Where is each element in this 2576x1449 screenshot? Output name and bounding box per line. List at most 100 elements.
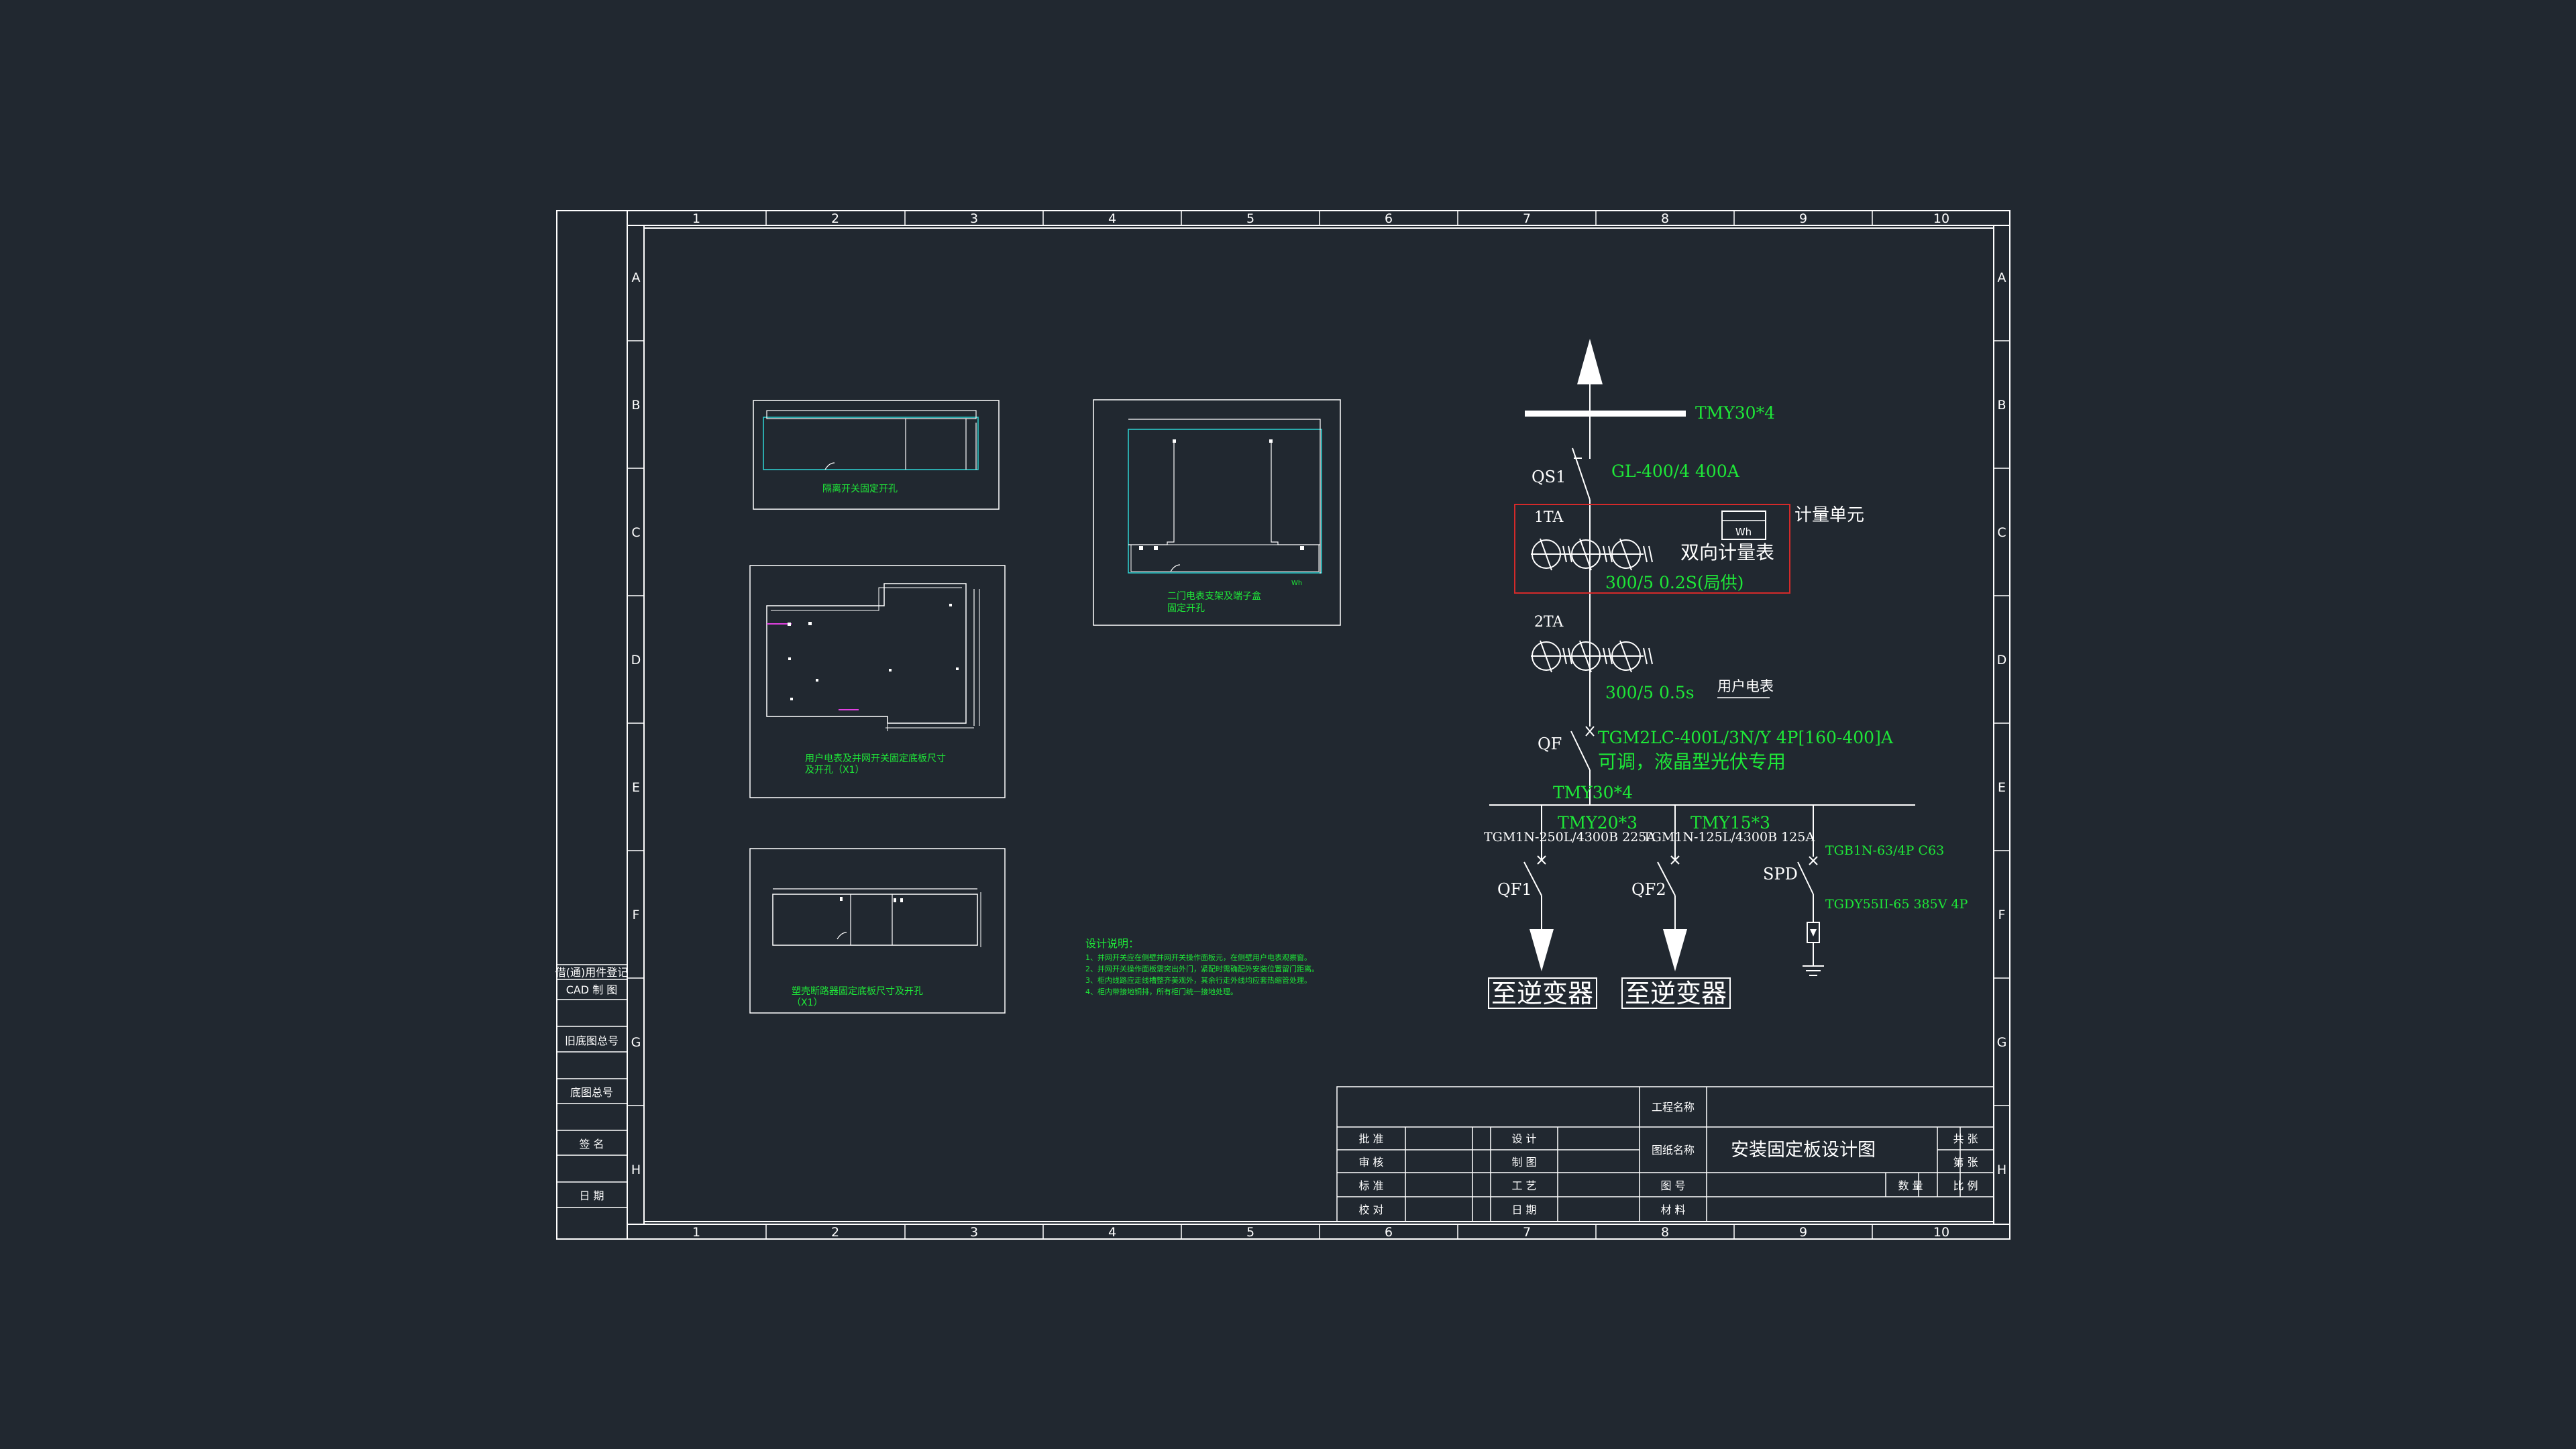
qf-breaker-blade [1570,731,1591,771]
col-marker: 3 [970,1225,978,1240]
row-marker: A [632,270,641,285]
busbar-top-label: TMY30*4 [1695,403,1775,423]
row-marker: F [633,908,640,922]
process-label: 工 艺 [1511,1179,1536,1192]
approve-label: 批 准 [1358,1132,1383,1145]
col-marker: 4 [1108,1225,1116,1240]
qf2-label: QF2 [1631,880,1666,899]
watt-hour-meter-box [1721,511,1766,540]
ta2-spec: 300/5 0.5s [1605,683,1695,702]
design-label: 设 计 [1511,1132,1536,1145]
row-marker: H [631,1163,641,1177]
ground-icon [1803,965,1824,976]
row-marker: E [632,780,640,795]
branch2-breaker-spec: TGM1N-125L/4300B 125A [1643,830,1815,845]
ta2-current-transformers [1531,640,1653,673]
qf-label: QF [1538,735,1562,753]
cad-draw-label: CAD 制 图 [566,983,618,996]
row-marker: G [1997,1035,2007,1050]
design-notes-title: 设计说明： [1085,937,1139,950]
signature-label: 签 名 [579,1138,604,1150]
row-marker: C [631,525,640,540]
title-block [1336,1086,1994,1222]
down-arrow-icon [1529,929,1554,971]
spd-switch-blade [1797,861,1814,895]
ta2-label: 2TA [1534,614,1564,631]
draw-label: 制 图 [1511,1156,1536,1169]
col-marker: 8 [1661,1225,1669,1240]
drawing-no-label: 图 号 [1660,1179,1685,1192]
row-marker: E [1998,780,2006,795]
col-marker: 8 [1661,211,1669,226]
wh-label: Wh [1735,526,1752,538]
isolator-plate-caption: 隔离开关固定开孔 [822,483,898,494]
row-marker: D [1997,653,2007,667]
qf1-label: QF1 [1497,880,1532,899]
column-numbers-top: 1 2 3 4 5 6 7 8 9 10 [692,211,1949,226]
qf1-breaker-blade [1523,861,1542,896]
standard-label: 标 准 [1358,1179,1383,1192]
quantity-label: 数 量 [1898,1179,1923,1192]
design-note-line: 1、并网开关应在侧壁并网开关操作面板元，在侧壁用户电表观察窗。 [1085,953,1311,962]
col-marker: 7 [1523,211,1531,226]
proofread-label: 校 对 [1358,1203,1383,1216]
col-marker: 6 [1385,1225,1393,1240]
spd-breaker-spec: TGB1N-63/4P C63 [1825,843,1944,858]
branch1-bus-label: TMY20*3 [1558,813,1638,833]
meter-switch-plate-caption-2: 及开孔（X1） [805,765,865,775]
design-notes: 设计说明： 1、并网开关应在侧壁并网开关操作面板元，在侧壁用户电表观察窗。 2、… [1085,937,1319,996]
door-bracket-caption-1: 二门电表支架及端子盒 [1167,590,1261,602]
spd-label: SPD [1763,865,1798,883]
secondary-bus-label: TMY30*4 [1553,783,1633,802]
sketch-isolator-plate: 隔离开关固定开孔 [753,400,1000,510]
qf2-breaker-blade [1657,861,1676,896]
date-label: 日 期 [579,1189,604,1202]
tb-date-label: 日 期 [1511,1203,1536,1216]
bidirectional-meter-label: 双向计量表 [1680,541,1774,564]
review-label: 审 核 [1358,1156,1383,1169]
col-marker: 3 [970,211,978,226]
sketch-mccb-plate: 塑壳断路器固定底板尺寸及开孔 （X1） [749,848,1006,1014]
qs1-switch-blade [1572,447,1591,500]
row-marker: H [1997,1163,2006,1177]
ta1-current-transformers [1531,538,1653,571]
mccb-plate-caption-2: （X1） [792,998,823,1008]
col-marker: 9 [1799,211,1807,226]
row-marker: D [631,653,641,667]
user-meter-label: 用户电表 [1717,678,1774,694]
old-drawing-no-label: 旧底图总号 [565,1034,619,1047]
single-line-diagram: TMY30*4 QS1 GL-400/4 400A 计量单元 1TA Wh 双向… [1484,339,1968,1009]
col-marker: 2 [831,211,839,226]
branch1-destination: 至逆变器 [1491,979,1593,1008]
down-arrow-icon [1663,929,1687,971]
metering-unit-box [1514,504,1790,594]
project-name-label: 工程名称 [1652,1101,1695,1114]
mccb-plate-caption: 塑壳断路器固定底板尺寸及开孔 [792,985,923,997]
row-marker: B [631,398,640,413]
col-marker: 4 [1108,211,1116,226]
col-marker: 7 [1523,1225,1531,1240]
drawing-name-label: 图纸名称 [1652,1144,1695,1157]
row-marker: B [1997,398,2006,413]
spd-spec: TGDY55II-65 385V 4P [1825,897,1968,912]
col-marker: 2 [831,1225,839,1240]
register-label: 借(通)用件登记 [555,966,629,979]
metering-unit-label: 计量单元 [1794,505,1864,525]
qs1-label: QS1 [1532,468,1566,486]
col-marker: 10 [1933,211,1949,226]
ta1-label: 1TA [1534,509,1564,526]
qs1-spec: GL-400/4 400A [1611,462,1740,481]
sketch-door-meter-bracket: Wh 二门电表支架及端子盒 固定开孔 [1093,399,1341,626]
row-letters-right: A B C D E F G H [1997,270,2007,1177]
row-marker: C [1997,525,2006,540]
main-busbar [1525,411,1686,417]
door-bracket-caption-2: 固定开孔 [1167,603,1205,614]
row-marker: G [631,1035,641,1050]
row-marker: A [1998,270,2006,285]
col-marker: 5 [1246,211,1254,226]
scale-label: 比 例 [1953,1179,1978,1192]
row-ticks [627,340,2010,1106]
drawing-frame [556,210,2010,1240]
branch1-breaker-spec: TGM1N-250L/4300B 225A [1484,830,1656,845]
